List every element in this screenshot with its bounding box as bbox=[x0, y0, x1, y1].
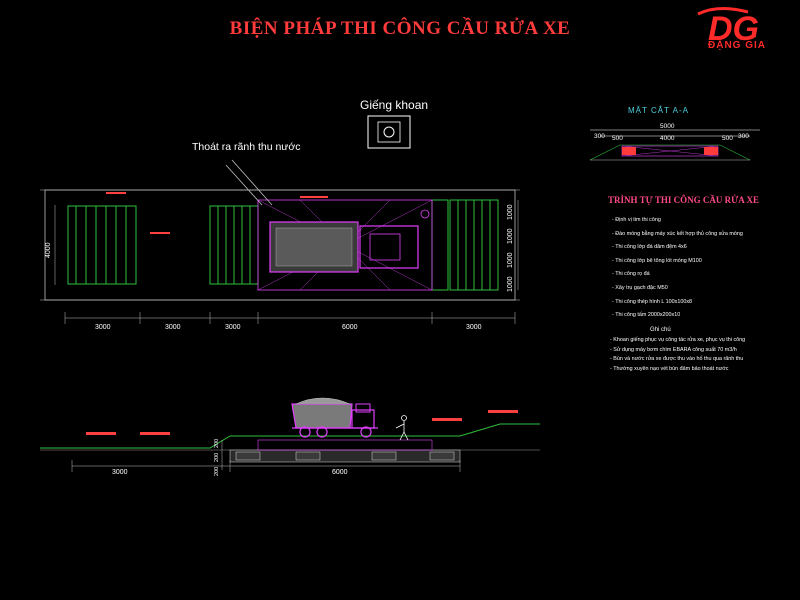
section-dim-500-left: 500 bbox=[612, 135, 623, 142]
sequence-step: - Thi công tấm 2000x200x10 bbox=[612, 312, 681, 319]
section-dim-4000: 4000 bbox=[660, 135, 675, 142]
plan-dim-1: 3000 bbox=[95, 324, 111, 331]
dang-gia-logo: DG bbox=[697, 7, 759, 48]
elevation-dim-200-3: 200 bbox=[214, 467, 220, 476]
section-dim-300-left: 300 bbox=[594, 133, 605, 140]
section-aa-title: MẶT CẮT A-A bbox=[628, 106, 689, 115]
elevation-dim-6000: 6000 bbox=[332, 469, 348, 476]
plan-dim-right-1: 1000 bbox=[507, 204, 514, 220]
note-item: - Bùn và nước rửa xe được thu vào hố thu… bbox=[610, 356, 744, 363]
logo-initials: DG bbox=[708, 10, 759, 48]
foundation-slab bbox=[229, 449, 461, 463]
sequence-step: - Thi công rọ đá bbox=[612, 271, 650, 278]
plan-dim-right-2: 1000 bbox=[507, 228, 514, 244]
logo-name: ĐẶNG GIA bbox=[708, 40, 766, 51]
sequence-step: - Đào móng bằng máy xúc kết hợp thủ công… bbox=[612, 230, 743, 237]
note-item: - Thường xuyên nạo vét bùn đảm bảo thoát… bbox=[610, 365, 729, 372]
section-dim-300-right: 300 bbox=[738, 133, 749, 140]
sequence-steps: - Định vị tim thi công - Đào móng bằng m… bbox=[612, 214, 743, 323]
elevation-dimension-labels: 3000 6000 200 200 200 bbox=[112, 439, 348, 476]
drain-label: Thoát ra rãnh thu nước bbox=[192, 141, 301, 153]
worker-figure bbox=[395, 415, 409, 441]
section-dim-5000: 5000 bbox=[660, 123, 675, 130]
right-grating bbox=[449, 199, 499, 291]
plan-dim-2: 3000 bbox=[165, 324, 181, 331]
note-item: - Sử dụng máy bơm chìm EBARA công suất 7… bbox=[610, 346, 737, 353]
notes-list: - Khoan giếng phục vụ công tác rửa xe, p… bbox=[610, 336, 745, 374]
plan-dim-left: 4000 bbox=[45, 242, 52, 258]
well-symbol bbox=[367, 115, 411, 149]
sequence-step: - Thi công thép hình L 100x100x8 bbox=[612, 298, 693, 305]
plan-dim-3: 3000 bbox=[225, 324, 241, 331]
note-item: - Khoan giếng phục vụ công tác rửa xe, p… bbox=[610, 337, 746, 343]
plan-dimension-lines bbox=[54, 200, 519, 324]
sequence-step: - Xây trụ gạch đặc M50 bbox=[612, 284, 668, 291]
truck-top-view bbox=[269, 209, 430, 273]
elevation-dim-200-2: 200 bbox=[214, 453, 220, 462]
plan-view bbox=[40, 115, 520, 324]
section-aa-drawing bbox=[589, 129, 760, 161]
well-label: Giếng khoan bbox=[360, 98, 429, 112]
page-title: BIỆN PHÁP THI CÔNG CẦU RỬA XE bbox=[229, 18, 571, 39]
plan-dim-right-4: 1000 bbox=[507, 276, 514, 292]
left-grating bbox=[67, 205, 137, 285]
sequence-step: - Thi công lớp bê tông lót móng M100 bbox=[612, 257, 702, 264]
truck-side-view bbox=[291, 397, 378, 438]
plan-dimension-labels: 3000 3000 3000 6000 3000 4000 1000 1000 … bbox=[45, 204, 514, 331]
elevation-dim-200-1: 200 bbox=[214, 439, 220, 448]
mid-grating bbox=[209, 205, 259, 285]
plan-dim-right-3: 1000 bbox=[507, 252, 514, 268]
elevation-dim-3000: 3000 bbox=[112, 469, 128, 476]
sequence-title: TRÌNH TỰ THI CÔNG CẦU RỬA XE bbox=[608, 195, 760, 205]
section-dimension-labels: 5000 4000 500 500 300 300 bbox=[594, 123, 749, 142]
ground-line bbox=[40, 423, 540, 449]
plan-dim-5: 3000 bbox=[466, 324, 482, 331]
section-dim-500-right: 500 bbox=[722, 135, 733, 142]
elevation-view bbox=[40, 397, 540, 472]
notes-title: Ghi chú bbox=[650, 327, 671, 333]
plan-dim-4: 6000 bbox=[342, 324, 358, 331]
sequence-step: - Định vị tim thi công bbox=[612, 217, 661, 223]
sequence-step: - Thi công lớp đá dăm đệm 4x6 bbox=[612, 244, 687, 251]
